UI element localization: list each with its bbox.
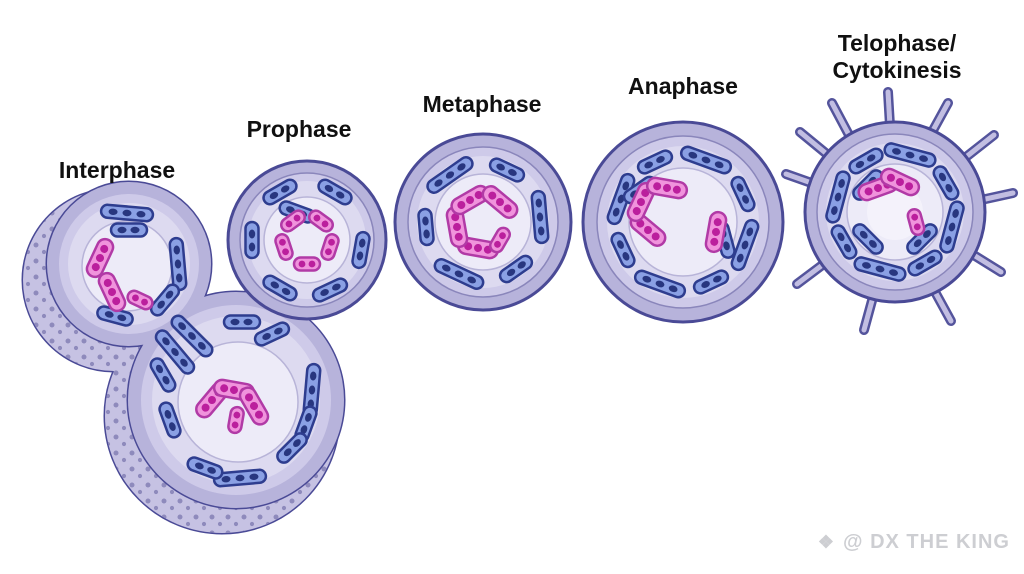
stage-label-metaphase: Metaphase — [422, 91, 542, 117]
stage-label-interphase: Interphase — [58, 157, 176, 183]
er-organelle — [99, 203, 155, 223]
er-organelle — [244, 220, 260, 260]
er-organelle — [168, 236, 188, 292]
er-organelle — [416, 207, 436, 247]
watermark-text: @ DX THE KING — [843, 531, 1010, 553]
stage-label-anaphase: Anaphase — [628, 73, 738, 99]
diamond-icon: ❖ — [817, 532, 836, 552]
telophase-cell-illustration — [781, 87, 1018, 335]
stage-label-telophase-line2: Cytokinesis — [832, 57, 962, 83]
stage-label-telophase-line1: Telophase/ — [837, 30, 957, 56]
stage-label-telophase: Telophase/ Cytokinesis — [832, 30, 961, 84]
metaphase-cell-illustration — [393, 132, 573, 312]
anaphase-cell-illustration — [581, 120, 785, 324]
prophase-cell-illustration — [226, 159, 388, 321]
er-organelle — [109, 222, 149, 238]
er-organelle — [530, 189, 550, 245]
interphase-cell-illustration — [21, 180, 346, 535]
chromosome — [292, 256, 322, 272]
telophase-membrane-spikes — [781, 87, 1018, 335]
watermark: ❖ @ DX THE KING — [818, 531, 1010, 554]
anaphase-membrane — [581, 120, 785, 324]
stage-label-prophase: Prophase — [246, 116, 352, 142]
er-organelle — [222, 314, 262, 330]
